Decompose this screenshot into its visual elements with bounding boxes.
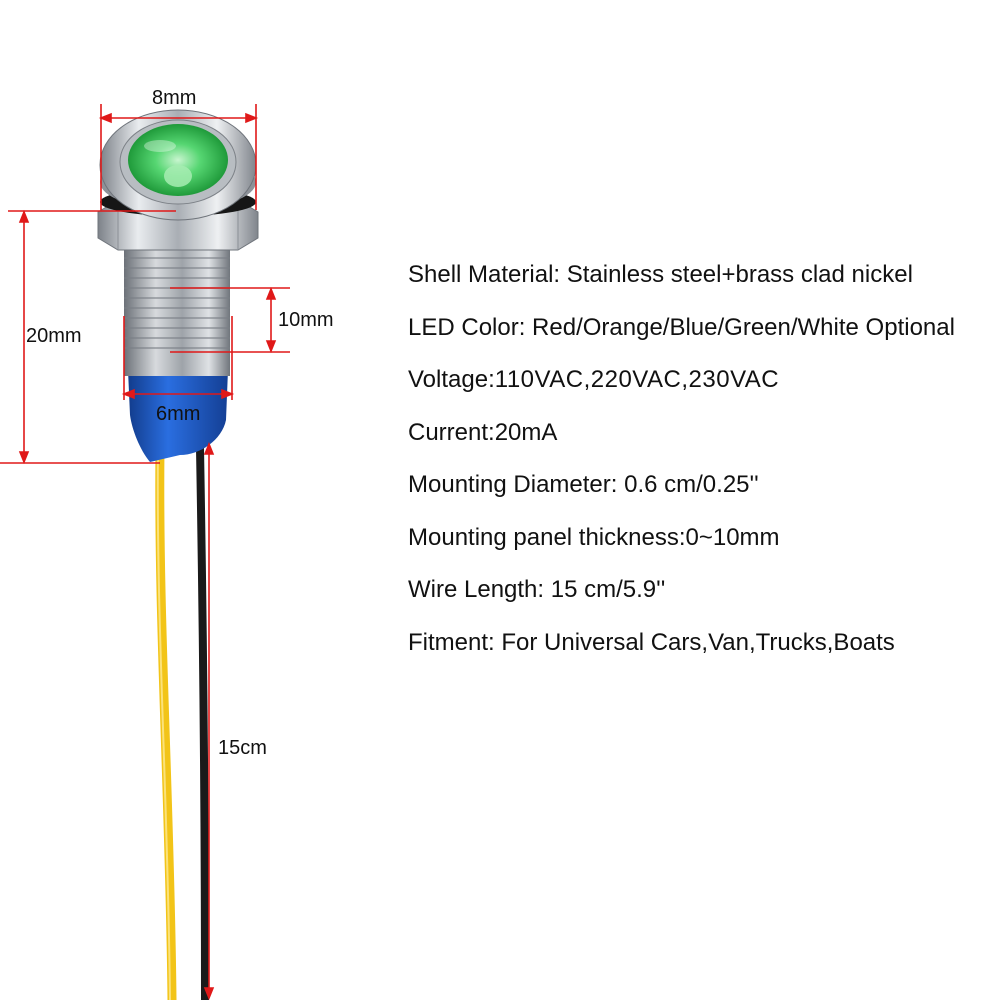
spec-label: Mounting Diameter: xyxy=(408,471,618,498)
spec-label: Mounting panel thickness: xyxy=(408,523,686,551)
spec-fitment: Fitment: For Universal Cars,Van,Trucks,B… xyxy=(408,626,998,679)
spec-label: Shell Material: xyxy=(408,261,561,288)
thread-dimension-label: 10mm xyxy=(278,309,334,331)
spec-value: Stainless steel+brass clad nickel xyxy=(560,261,913,288)
threaded-body xyxy=(124,248,230,376)
spec-panel-thickness: Mounting panel thickness:0~10mm xyxy=(408,521,998,574)
spec-value: 110VAC,220VAC,230VAC xyxy=(494,366,780,393)
lens-dome xyxy=(164,165,192,187)
spec-led-color: LED Color: Red/Orange/Blue/Green/White O… xyxy=(408,311,998,364)
spec-label: Current: xyxy=(408,418,495,446)
blue-sleeve xyxy=(128,370,228,462)
yellow-wire xyxy=(155,447,177,1000)
spec-value: Red/Orange/Blue/Green/White Optional xyxy=(525,313,955,341)
spec-value: 0.6 cm/0.25'' xyxy=(617,471,759,498)
spec-voltage: Voltage:110VAC,220VAC,230VAC xyxy=(408,363,998,416)
black-wire xyxy=(196,447,209,1000)
spec-label: Wire Length: xyxy=(408,576,545,603)
height-dimension-label: 20mm xyxy=(26,325,82,347)
specification-list: Shell Material: Stainless steel+brass cl… xyxy=(408,258,998,678)
lens-glint xyxy=(144,140,176,152)
spec-mounting-diameter: Mounting Diameter: 0.6 cm/0.25'' xyxy=(408,468,998,521)
width-dimension-label: 8mm xyxy=(152,87,197,109)
wire-group xyxy=(155,447,209,1000)
spec-label: Fitment: xyxy=(408,628,495,656)
spec-label: Voltage: xyxy=(408,366,495,393)
dimension-lines xyxy=(0,104,290,1000)
spec-shell-material: Shell Material: Stainless steel+brass cl… xyxy=(408,258,998,311)
spec-value: For Universal Cars,Van,Trucks,Boats xyxy=(494,628,895,656)
yellow-wire-highlight xyxy=(156,447,171,1000)
wire-dimension-label: 15cm xyxy=(218,737,267,759)
mount-dimension-label: 6mm xyxy=(156,403,201,425)
spec-value: 0~10mm xyxy=(685,523,780,551)
spec-value: 15 cm/5.9'' xyxy=(544,576,666,603)
spec-wire-length: Wire Length: 15 cm/5.9'' xyxy=(408,573,998,626)
spec-value: 20mA xyxy=(494,418,558,446)
spec-current: Current:20mA xyxy=(408,416,998,469)
spec-label: LED Color: xyxy=(408,313,526,341)
green-lens xyxy=(128,124,228,196)
